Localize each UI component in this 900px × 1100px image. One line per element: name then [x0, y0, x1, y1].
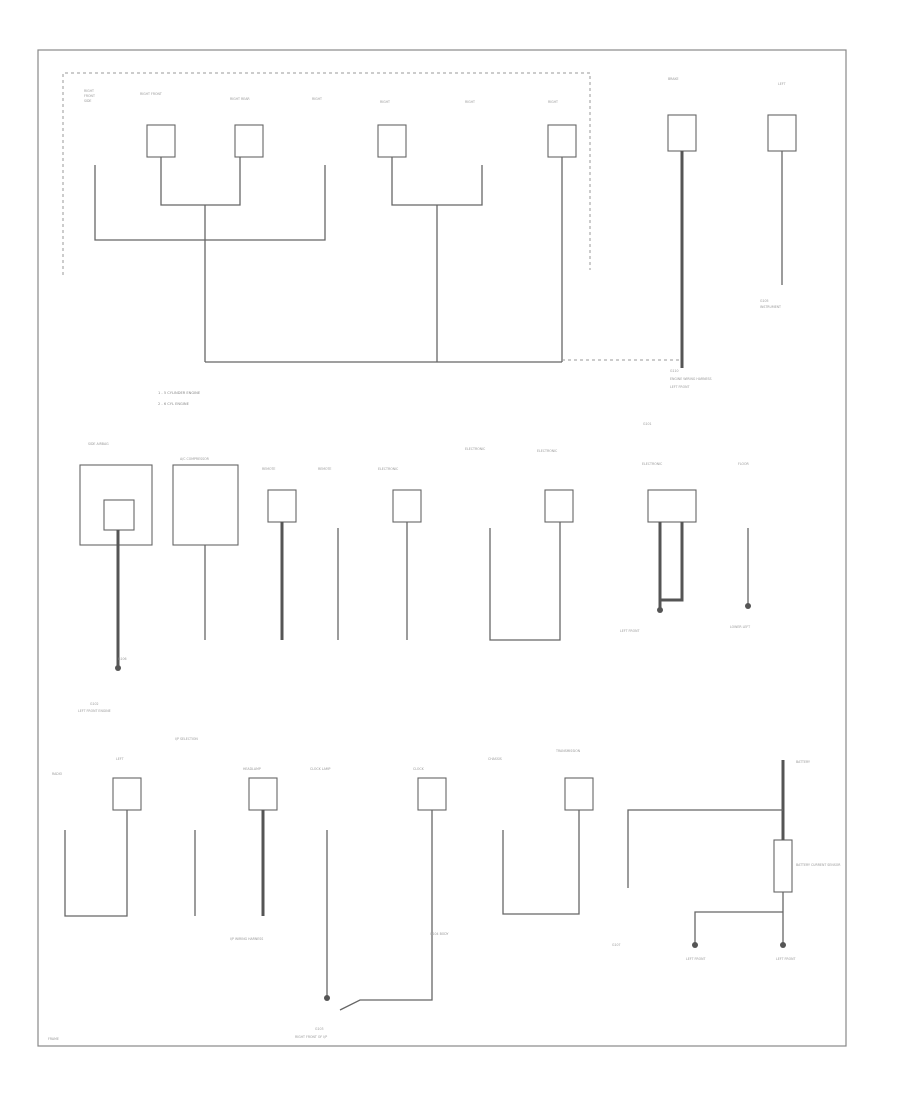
svg-text:LEFT FRONT: LEFT FRONT [620, 629, 639, 633]
ground-mid-left-label: G102 [90, 702, 99, 706]
svg-text:I/P WIRING HARNESS: I/P WIRING HARNESS [230, 937, 263, 941]
ground-bottom-center-label: G103 [315, 1027, 324, 1031]
svg-text:G105: G105 [760, 299, 769, 303]
svg-text:LEFT: LEFT [116, 757, 124, 761]
top-drop-wires [94, 151, 783, 368]
svg-text:ELECTRONIC: ELECTRONIC [465, 447, 486, 451]
svg-text:ELECTRONIC: ELECTRONIC [537, 449, 558, 453]
svg-text:HEADLAMP: HEADLAMP [243, 767, 261, 771]
top-notes: 1 - 5 CYLINDER ENGINE 2 - 6 CYL ENGINE [158, 391, 201, 406]
svg-text:RIGHT: RIGHT [548, 100, 558, 104]
svg-text:CHASSIS: CHASSIS [488, 757, 502, 761]
svg-text:LEFT FRONT: LEFT FRONT [686, 957, 705, 961]
middle-wires [115, 522, 751, 671]
svg-text:LEFT FRONT: LEFT FRONT [670, 385, 689, 389]
svg-text:ELECTRONIC: ELECTRONIC [642, 462, 663, 466]
middle-connectors [79, 464, 697, 546]
svg-text:ENGINE WIRING HARNESS: ENGINE WIRING HARNESS [670, 377, 712, 381]
svg-text:INSTRUMENT: INSTRUMENT [760, 305, 781, 309]
svg-text:ELECTRONIC: ELECTRONIC [378, 467, 399, 471]
svg-text:CLOCK LAMP: CLOCK LAMP [310, 767, 331, 771]
svg-text:LOWER LEFT: LOWER LEFT [730, 625, 750, 629]
svg-text:G107: G107 [612, 943, 621, 947]
svg-text:FRONT: FRONT [84, 94, 95, 98]
ground-top-right-label: G101 [643, 422, 652, 426]
bottom-left-tag: FRAME [48, 1037, 59, 1041]
svg-text:RIGHT: RIGHT [465, 100, 475, 104]
svg-text:LEFT FRONT: LEFT FRONT [776, 957, 795, 961]
battery-sensor-label: BATTERY CURRENT SENSOR [796, 863, 841, 867]
note-1: 1 - 5 CYLINDER ENGINE [158, 391, 201, 395]
svg-text:REMOTE: REMOTE [262, 467, 275, 471]
top-labels: RIGHT FRONT SIDE RIGHT FRONT RIGHT REAR … [84, 77, 786, 389]
svg-text:RIGHT: RIGHT [312, 97, 322, 101]
note-2: 2 - 6 CYL ENGINE [158, 402, 190, 406]
svg-text:A/C COMPRESSOR: A/C COMPRESSOR [180, 457, 210, 461]
svg-text:LEFT: LEFT [778, 82, 786, 86]
mid-left-desc: LEFT FRONT ENGINE [78, 709, 111, 713]
svg-text:SIDE AIRBAG: SIDE AIRBAG [88, 442, 109, 446]
top-connectors [146, 114, 797, 158]
battery-label: BATTERY [796, 760, 810, 764]
bottom-labels: RADIO LEFT I/P SELECTION HEADLAMP CLOCK … [52, 737, 841, 961]
svg-text:REMOTE: REMOTE [318, 467, 331, 471]
svg-text:G106: G106 [118, 657, 127, 661]
svg-text:G110: G110 [670, 369, 679, 373]
svg-text:SIDE: SIDE [84, 99, 91, 103]
middle-labels: SIDE AIRBAG A/C COMPRESSOR REMOTE REMOTE… [88, 442, 750, 661]
svg-text:RIGHT FRONT: RIGHT FRONT [140, 92, 162, 96]
svg-text:G104 BODY: G104 BODY [430, 932, 448, 936]
dashed-enclosure [62, 72, 591, 275]
bottom-wires [64, 760, 786, 1011]
svg-text:FLOOR: FLOOR [738, 462, 750, 466]
bottom-connectors [112, 777, 793, 893]
svg-text:I/P SELECTION: I/P SELECTION [175, 737, 198, 741]
diagram-frame [37, 49, 847, 1047]
svg-text:BRAKE: BRAKE [668, 77, 679, 81]
bottom-center-desc: RIGHT FRONT OF I/P [295, 1035, 327, 1039]
svg-text:TRANSMISSION: TRANSMISSION [555, 749, 581, 753]
svg-text:RIGHT: RIGHT [84, 89, 94, 93]
svg-text:RADIO: RADIO [52, 772, 63, 776]
svg-text:CLOCK: CLOCK [413, 767, 425, 771]
svg-text:RIGHT: RIGHT [380, 100, 390, 104]
svg-text:RIGHT REAR: RIGHT REAR [230, 97, 250, 101]
